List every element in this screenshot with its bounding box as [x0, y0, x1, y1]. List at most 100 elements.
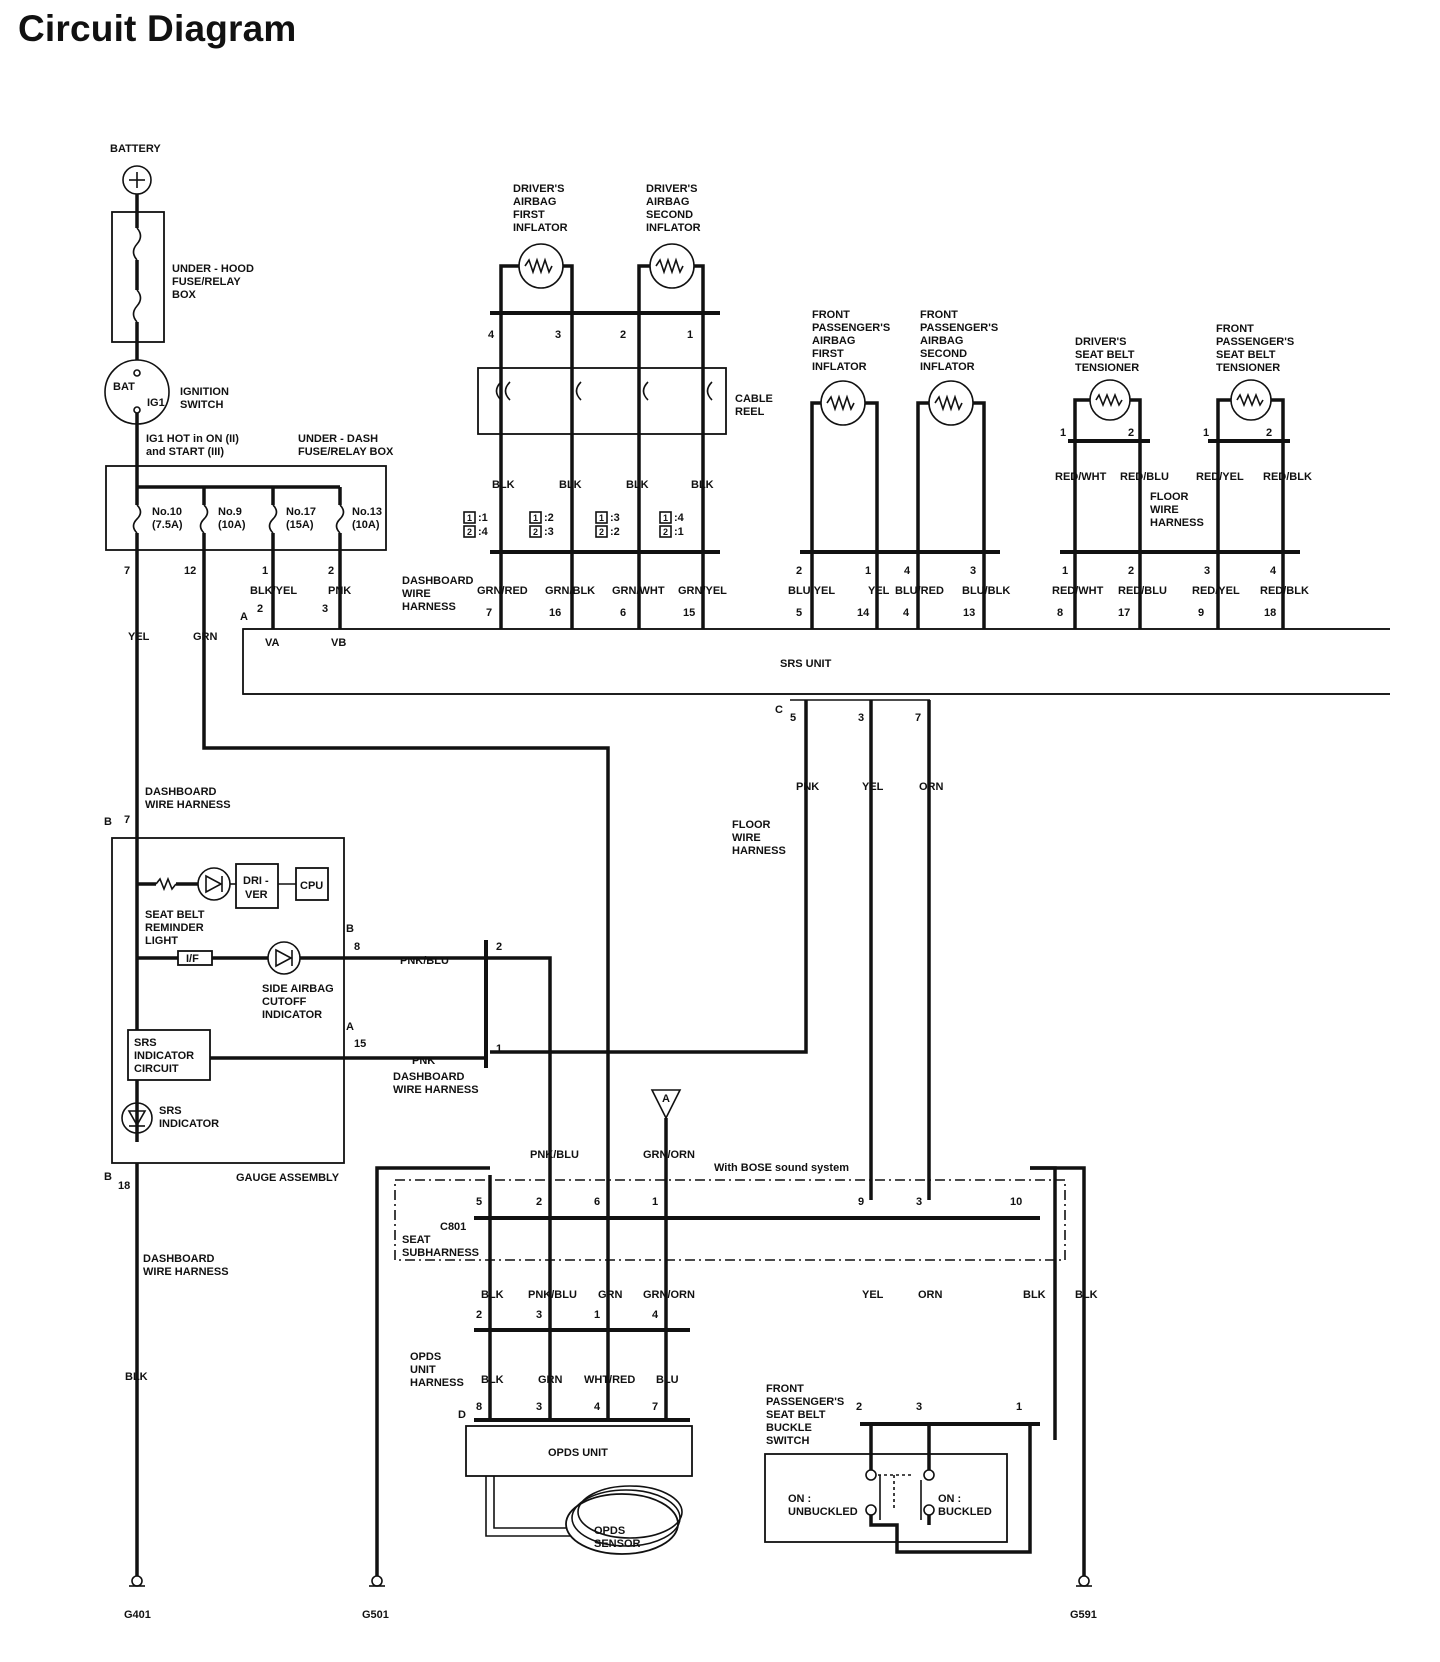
underdash-label-1: UNDER - DASH	[298, 433, 378, 445]
bose-note: With BOSE sound system	[714, 1162, 849, 1174]
svg-text:ON :: ON :	[938, 1493, 961, 1505]
svg-text:INDICATOR: INDICATOR	[159, 1118, 219, 1130]
underdash-label-2: FUSE/RELAY BOX	[298, 446, 394, 458]
svg-text:GRN: GRN	[538, 1374, 563, 1386]
svg-text:CPU: CPU	[300, 880, 323, 892]
svg-text:SUBHARNESS: SUBHARNESS	[402, 1247, 479, 1259]
srs-va: VA	[265, 637, 280, 649]
airbag-pin-2: 2	[620, 329, 626, 341]
svg-text:No.13: No.13	[352, 506, 382, 518]
svg-text:5: 5	[790, 712, 796, 724]
svg-text:WIRE HARNESS: WIRE HARNESS	[145, 799, 231, 811]
passenger-pin-4: 4	[904, 565, 911, 577]
svg-text:HARNESS: HARNESS	[732, 845, 786, 857]
srs-vb: VB	[331, 637, 346, 649]
wire-blu-red: BLU/RED	[895, 585, 944, 597]
wire-grn-wht: GRN/WHT	[612, 585, 665, 597]
svg-text:2: 2	[1128, 565, 1134, 577]
svg-text:(15A): (15A)	[286, 519, 314, 531]
svg-text:LIGHT: LIGHT	[145, 935, 178, 947]
svg-text:1: 1	[594, 1309, 600, 1321]
airbag-second-label-3: SECOND	[646, 209, 693, 221]
svg-text:PASSENGER'S: PASSENGER'S	[812, 322, 890, 334]
passenger-airbag-second-inflator: FRONT PASSENGER'S AIRBAG SECOND INFLATOR	[916, 309, 998, 560]
cable-reel: CABLE REEL	[477, 367, 773, 435]
svg-text:2: 2	[467, 527, 472, 537]
airbag-wire-blk-3: BLK	[626, 479, 649, 491]
svg-text:1: 1	[467, 513, 472, 523]
underhood-label-1: UNDER - HOOD	[172, 263, 254, 275]
fuse-no17: No.17 (15A)	[268, 487, 316, 560]
svg-text:DRIVER'S: DRIVER'S	[1075, 336, 1127, 348]
underhood-label-2: FUSE/RELAY	[172, 276, 241, 288]
svg-text:PASSENGER'S: PASSENGER'S	[920, 322, 998, 334]
wire-blk-g401: BLK	[125, 1371, 148, 1383]
svg-text:TENSIONER: TENSIONER	[1216, 362, 1280, 374]
svg-text:2: 2	[856, 1401, 862, 1413]
svg-text:6: 6	[620, 607, 626, 619]
airbag-wire-blk-2: BLK	[559, 479, 582, 491]
svg-text:HARNESS: HARNESS	[402, 601, 456, 613]
driver-airbag-first-inflator: DRIVER'S AIRBAG FIRST INFLATOR	[499, 183, 574, 312]
svg-text:INDICATOR: INDICATOR	[134, 1050, 194, 1062]
svg-text:RED/BLK: RED/BLK	[1260, 585, 1309, 597]
svg-text:No.9: No.9	[218, 506, 242, 518]
airbag-second-label-2: AIRBAG	[646, 196, 689, 208]
airbag-pin-4: 4	[488, 329, 495, 341]
svg-text:I/F: I/F	[186, 953, 199, 965]
svg-text:2: 2	[328, 565, 334, 577]
svg-text:2: 2	[663, 527, 668, 537]
c801-label: C801	[440, 1221, 466, 1233]
svg-text:3: 3	[1204, 565, 1210, 577]
svg-text:DASHBOARD: DASHBOARD	[402, 575, 474, 587]
svg-text:13: 13	[963, 607, 975, 619]
svg-text:8: 8	[1057, 607, 1063, 619]
svg-text:BUCKLE: BUCKLE	[766, 1422, 812, 1434]
svg-text:5: 5	[476, 1196, 482, 1208]
svg-text::2: :2	[544, 512, 554, 524]
ignition-switch: BAT IG1 IGNITION SWITCH	[104, 359, 229, 425]
svg-text:(10A): (10A)	[352, 519, 380, 531]
underhood-label-3: BOX	[172, 289, 197, 301]
battery: BATTERY	[110, 143, 161, 195]
svg-text:4: 4	[1270, 565, 1277, 577]
opds-unit: OPDS UNIT	[465, 1425, 693, 1477]
ground-g501-label: G501	[362, 1609, 389, 1621]
svg-text:INFLATOR: INFLATOR	[920, 361, 975, 373]
svg-text:BLK: BLK	[481, 1289, 504, 1301]
airbag-first-label-1: DRIVER'S	[513, 183, 565, 195]
ig1-terminal-label: IG1	[147, 397, 165, 409]
wire-pnk-c: PNK	[796, 781, 819, 793]
svg-text:4: 4	[652, 1309, 659, 1321]
svg-text:A: A	[662, 1093, 670, 1105]
svg-text:DRI -: DRI -	[243, 875, 269, 887]
underdash-fuse-box	[105, 465, 387, 551]
svg-text::4: :4	[674, 512, 685, 524]
svg-text:15: 15	[683, 607, 695, 619]
wire-blu-blk: BLU/BLK	[962, 585, 1010, 597]
airbag-second-label-1: DRIVER'S	[646, 183, 698, 195]
svg-text:FRONT: FRONT	[1216, 323, 1254, 335]
srs-unit: A VA VB SRS UNIT C	[240, 611, 1390, 716]
svg-text:CUTOFF: CUTOFF	[262, 996, 307, 1008]
wire-pnk-blu-gauge: PNK/BLU	[400, 955, 449, 967]
svg-text:FIRST: FIRST	[812, 348, 844, 360]
ground-g401: G401	[124, 1575, 151, 1621]
airbag-first-label-2: AIRBAG	[513, 196, 556, 208]
svg-text:SECOND: SECOND	[920, 348, 967, 360]
opds-unit-label: OPDS UNIT	[548, 1447, 608, 1459]
svg-text:FLOOR: FLOOR	[1150, 491, 1189, 503]
svg-text:4: 4	[903, 607, 910, 619]
svg-text:4: 4	[594, 1401, 601, 1413]
tensioner-wire-red-blu: RED/BLU	[1120, 471, 1169, 483]
svg-text:BUCKLED: BUCKLED	[938, 1506, 992, 1518]
svg-text:PNK/BLU: PNK/BLU	[528, 1289, 577, 1301]
srs-conn-c: C	[775, 704, 783, 716]
airbag-pin-1: 1	[687, 329, 693, 341]
svg-text:No.10: No.10	[152, 506, 182, 518]
svg-text:D: D	[458, 1409, 466, 1421]
tensioner-pin-1b: 1	[1203, 427, 1209, 439]
svg-text:No.17: No.17	[286, 506, 316, 518]
svg-text:7: 7	[124, 565, 130, 577]
wire-yel: YEL	[868, 585, 890, 597]
